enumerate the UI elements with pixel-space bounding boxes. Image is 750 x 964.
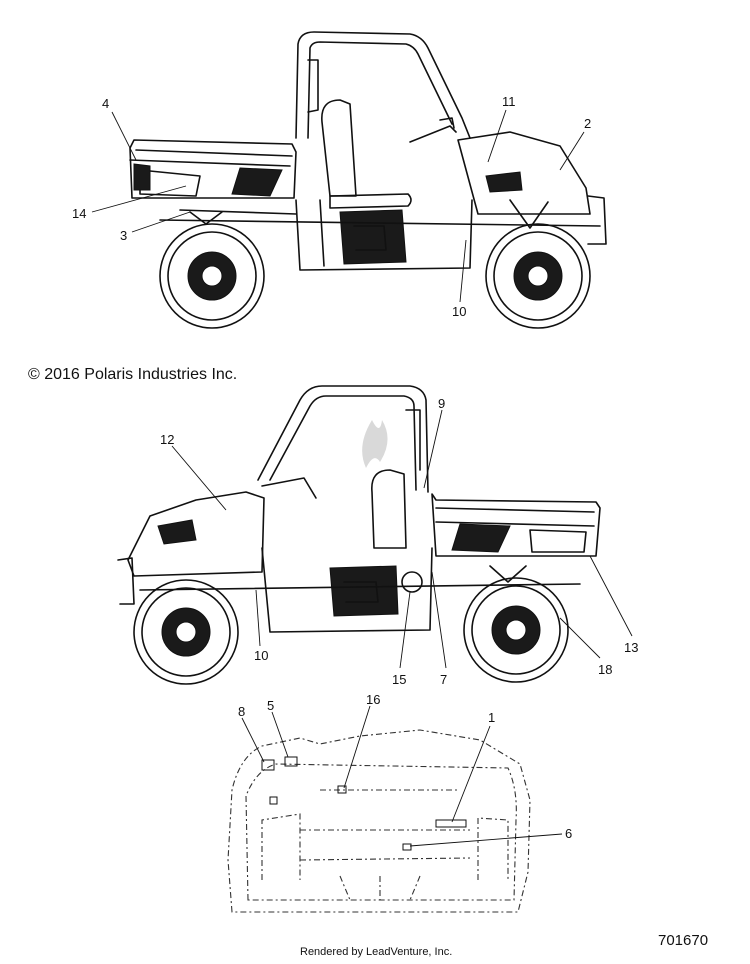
decal-5-marker	[284, 756, 298, 767]
diagram-part-number: 701670	[658, 932, 709, 949]
callout-15: 15	[392, 672, 406, 687]
callout-10-bottom: 10	[254, 648, 268, 663]
callout-5: 5	[267, 698, 274, 713]
callout-7: 7	[440, 672, 447, 687]
decal-8-marker	[261, 759, 275, 771]
decal-6-marker	[402, 843, 412, 851]
callout-9: 9	[438, 396, 445, 411]
callout-3: 3	[120, 228, 127, 243]
callout-14: 14	[72, 206, 86, 221]
leadventure-watermark	[362, 420, 388, 468]
callout-10-top: 10	[452, 304, 466, 319]
callout-16: 16	[366, 692, 380, 707]
callout-8: 8	[238, 704, 245, 719]
decal-16-marker	[337, 785, 347, 794]
callout-18: 18	[598, 662, 612, 677]
callout-11: 11	[502, 94, 516, 109]
callout-12: 12	[160, 432, 174, 447]
vehicle-bottom-view	[117, 385, 601, 685]
callout-labels: 4 2 14 3 11 10 12 9 13 10 15 7 18 8 5 16…	[72, 94, 638, 841]
callout-1: 1	[488, 710, 495, 725]
decal-marker-small	[269, 796, 278, 805]
leader-lines	[91, 109, 633, 847]
copyright-notice: © 2016 Polaris Industries Inc.	[28, 366, 238, 383]
callout-13: 13	[624, 640, 638, 655]
callout-6: 6	[565, 826, 572, 841]
callout-2: 2	[584, 116, 591, 131]
vehicle-rear-phantom-view	[227, 729, 531, 913]
decal-1-marker	[435, 819, 467, 828]
rendered-by-credit: Rendered by LeadVenture, Inc.	[300, 946, 453, 958]
vehicle-top-view	[129, 31, 607, 329]
callout-4: 4	[102, 96, 109, 111]
